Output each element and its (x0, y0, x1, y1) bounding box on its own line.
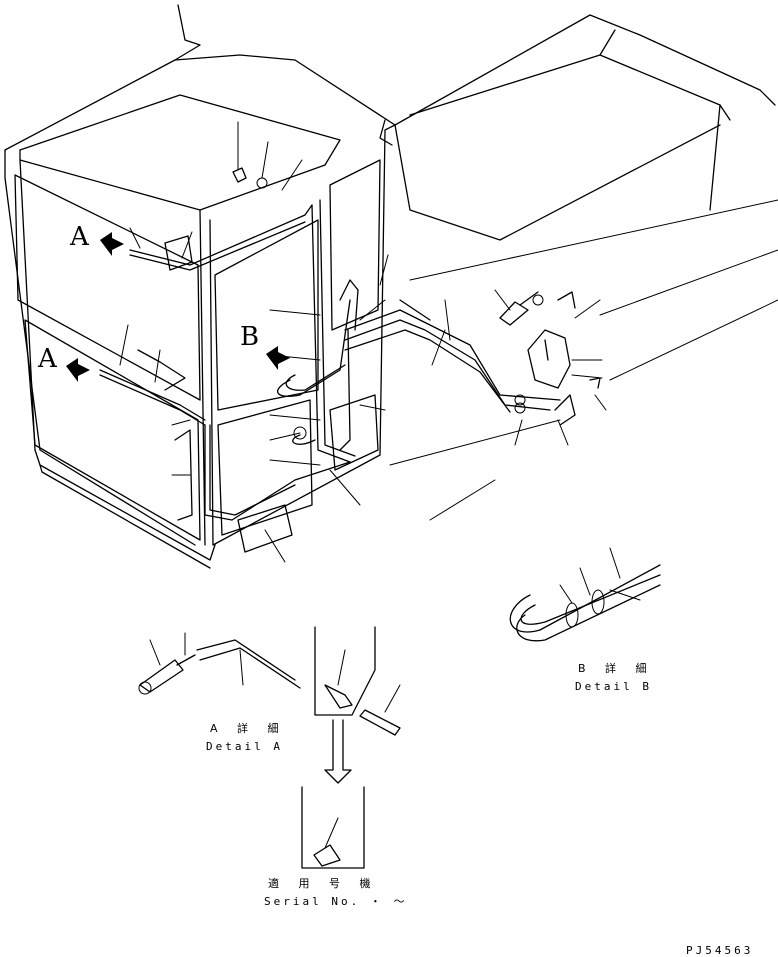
detail-a-label-en: Detail A (206, 740, 283, 753)
detail-b-label-en: Detail B (575, 680, 652, 693)
callout-a-lower: A (38, 344, 57, 374)
callout-a-upper: A (70, 222, 89, 252)
leader-lines (119, 121, 607, 563)
serial-label-en: Serial No. ・ 〜 (264, 895, 408, 908)
callout-b: B (240, 322, 260, 352)
arrow-right-icon (266, 346, 290, 370)
pointer-arrows (66, 232, 290, 382)
arrow-right-icon (66, 358, 90, 382)
serial-label-jp: 適 用 号 機 (268, 877, 379, 890)
cab-body (4, 4, 396, 569)
rear-housing (389, 14, 778, 521)
hose-assembly (99, 167, 601, 553)
detail-b-drawing (509, 547, 661, 642)
detail-a-label-jp: A 詳 細 (210, 722, 287, 735)
detail-a-drawing (138, 626, 401, 869)
detail-b-label-jp: B 詳 細 (578, 662, 655, 675)
arrow-right-icon (100, 232, 124, 256)
drawing-code: PJ54563 (686, 944, 754, 957)
